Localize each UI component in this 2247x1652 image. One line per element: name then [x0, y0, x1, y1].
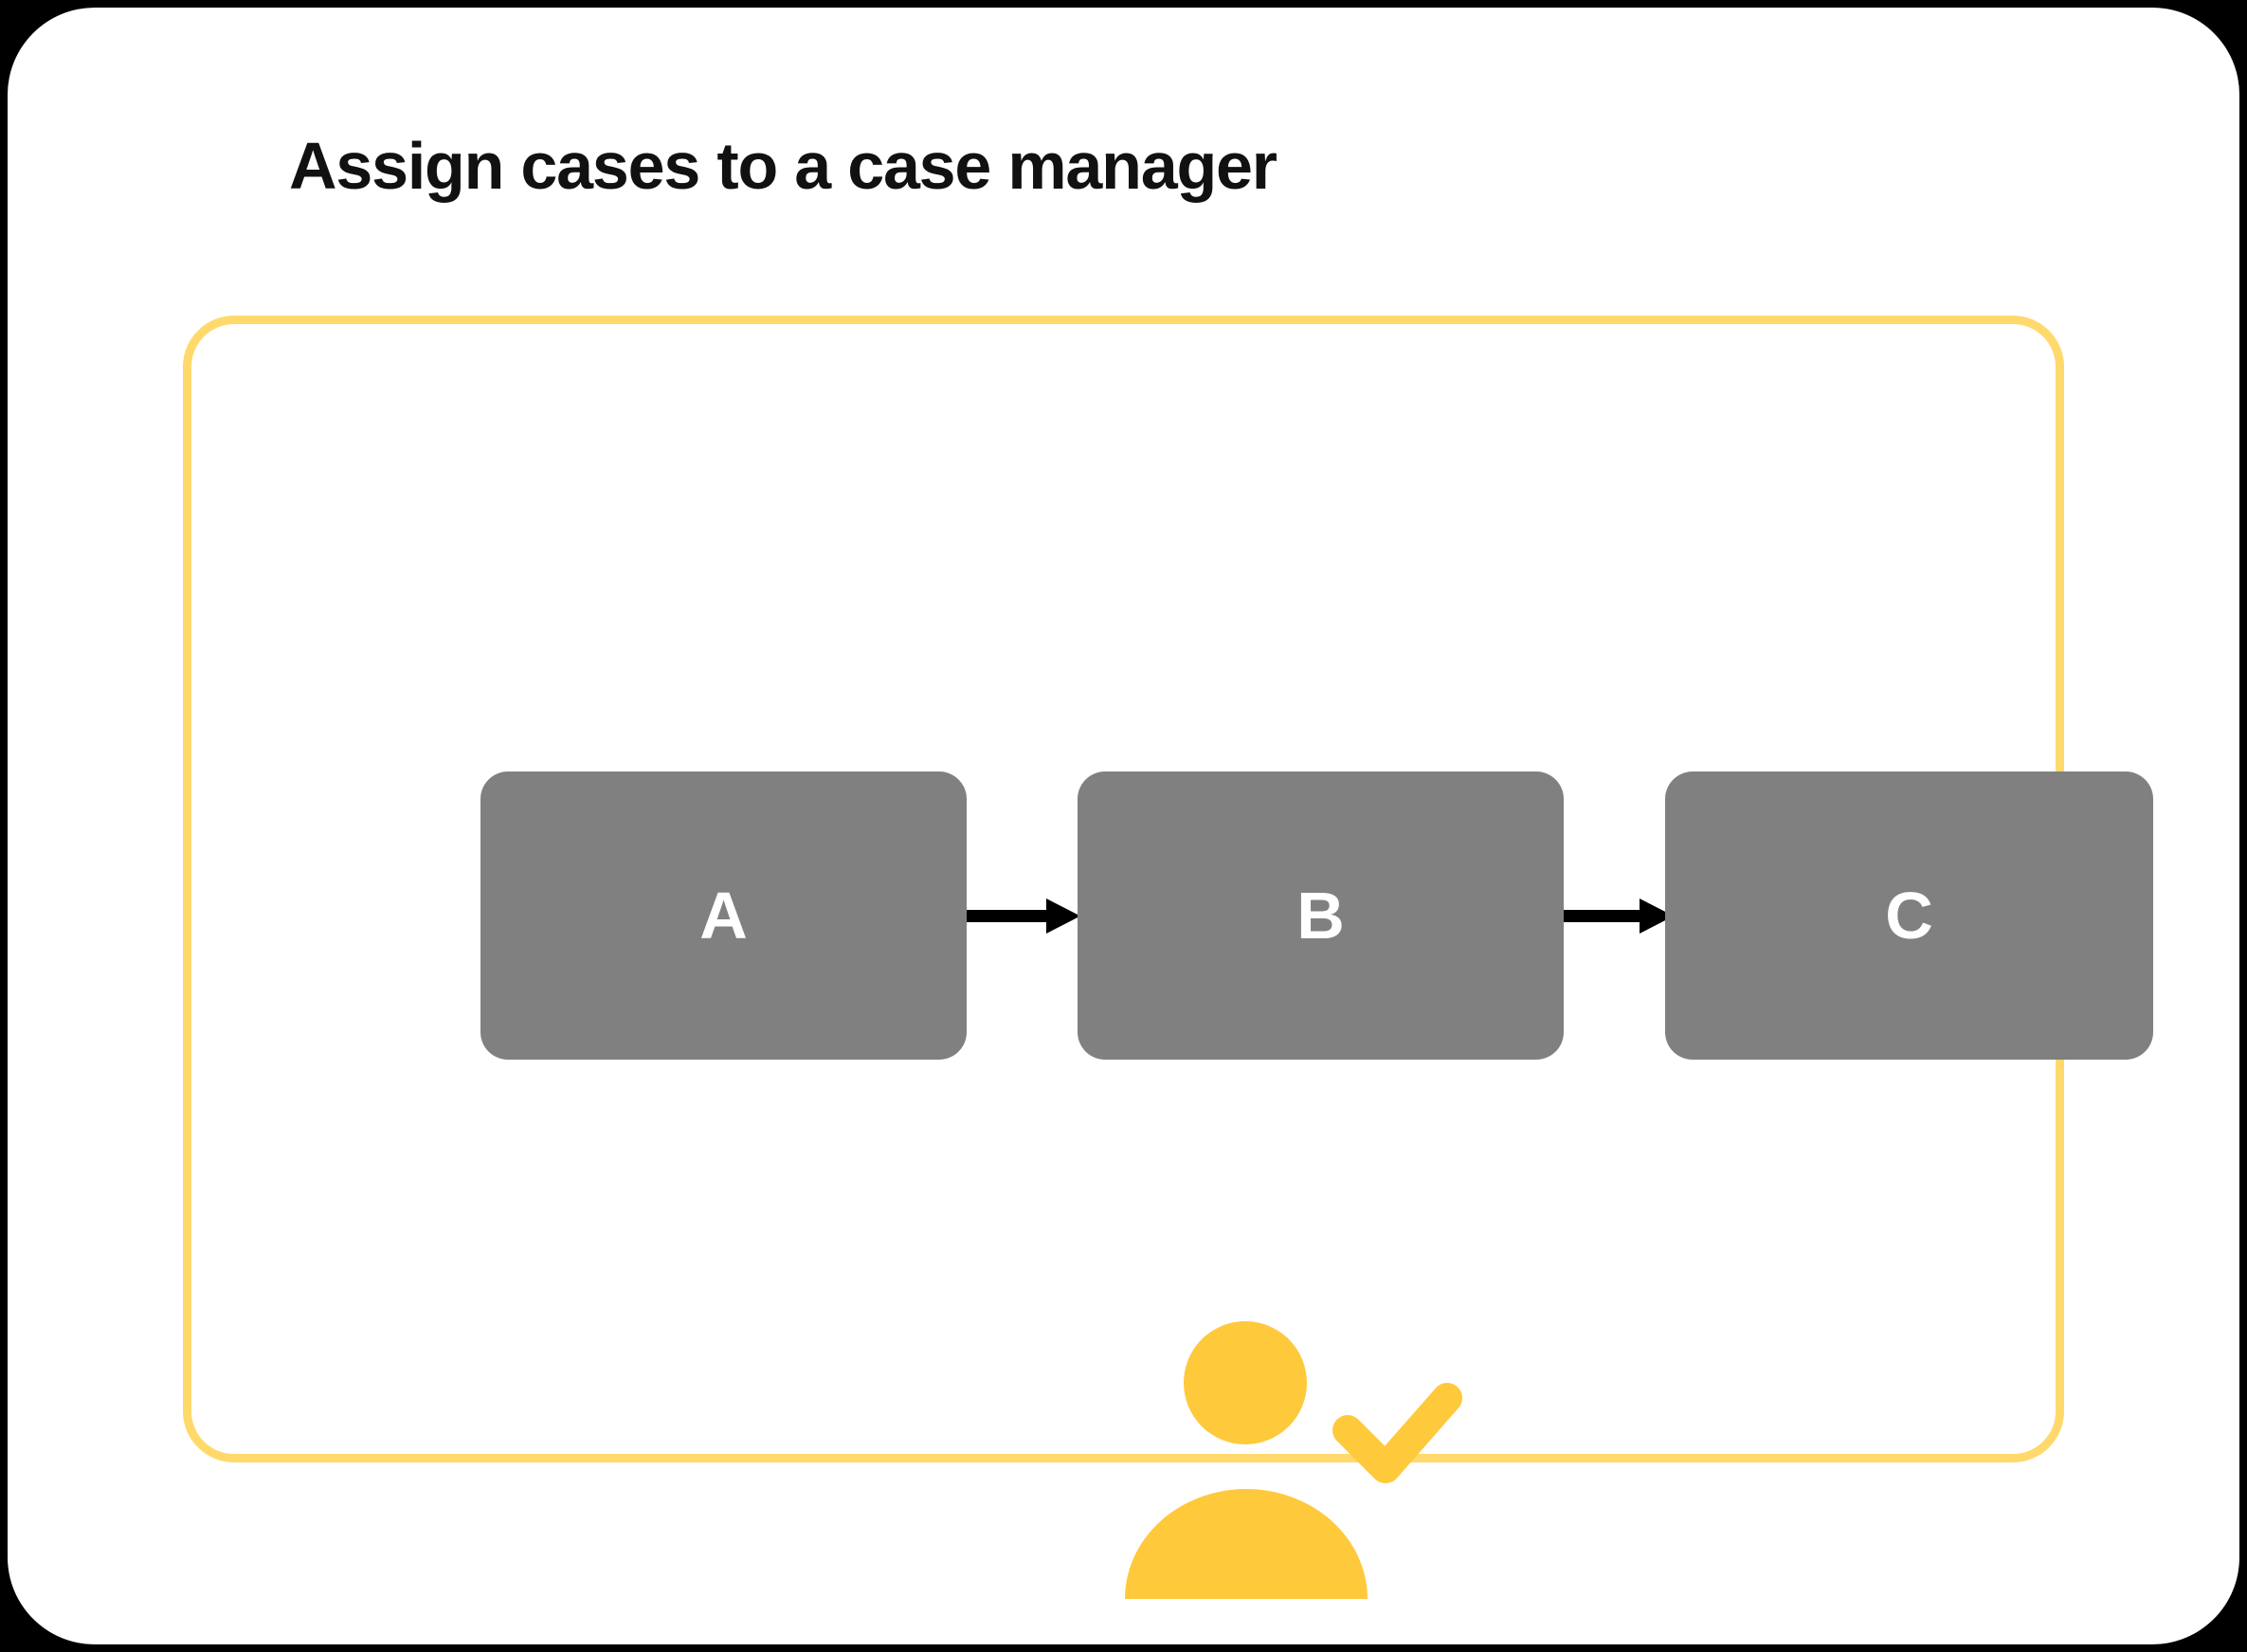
diagram-panel: A B C [183, 316, 2153, 1599]
flow-node-a-label: A [699, 879, 748, 953]
flow-connector-a-to-b [967, 897, 1080, 935]
person-check-glyph [1125, 1321, 1462, 1599]
flow-node-c-label: C [1885, 879, 1933, 953]
flow-node-b-label: B [1296, 879, 1345, 953]
person-check-icon [1096, 1296, 1466, 1599]
page-title: Assign cases to a case manager [289, 129, 1278, 203]
arrow-right-icon [1564, 899, 1674, 934]
flow-connector-b-to-c [1564, 897, 1677, 935]
flow-node-b[interactable]: B [1078, 772, 1564, 1060]
content-card: Assign cases to a case manager A B [8, 8, 2239, 1644]
flow-node-c[interactable]: C [1665, 772, 2153, 1060]
flow-node-a[interactable]: A [480, 772, 967, 1060]
arrow-right-icon [967, 899, 1080, 934]
checkmark-shape [1332, 1383, 1462, 1483]
person-body-shape [1125, 1489, 1368, 1599]
person-head-shape [1184, 1321, 1307, 1444]
